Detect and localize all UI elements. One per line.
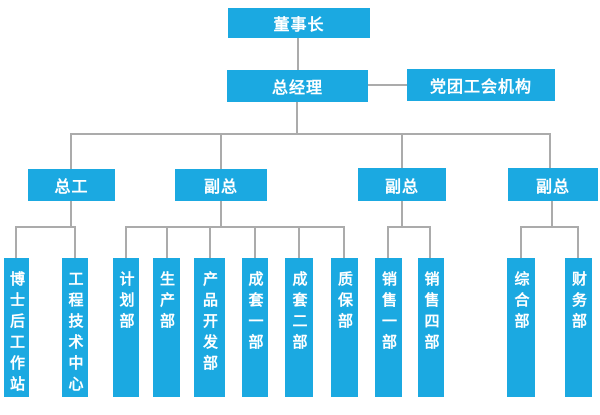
connector-line	[549, 135, 551, 168]
connector-line	[387, 228, 389, 258]
org-node-finance-dept: 财务部	[565, 258, 592, 397]
org-node-production-dept: 生产部	[153, 258, 180, 397]
connector-line	[15, 226, 76, 228]
connector-line	[401, 135, 403, 168]
org-node-complete-set-dept-2: 成套二部	[285, 258, 313, 397]
connector-line	[343, 228, 345, 258]
org-node-postdoc-station: 博士后工作站	[4, 258, 29, 397]
org-node-label: 成套一部	[246, 271, 265, 355]
org-node-engineering-center: 工程技术中心	[62, 258, 88, 397]
connector-line	[298, 228, 300, 258]
org-node-label: 综合部	[512, 271, 531, 334]
org-node-planning-dept: 计划部	[113, 258, 139, 397]
org-node-label: 成套二部	[290, 271, 309, 355]
connector-line	[125, 228, 127, 258]
org-node-label: 产品开发部	[201, 271, 219, 376]
connector-line	[387, 226, 431, 228]
org-node-label: 销售四部	[422, 271, 441, 355]
connector-line	[520, 226, 579, 228]
connector-line	[220, 135, 222, 169]
org-node-product-dev-dept: 产品开发部	[194, 258, 225, 397]
connector-line	[520, 228, 522, 258]
org-node-label: 工程技术中心	[66, 271, 85, 397]
org-node-label: 博士后工作站	[8, 271, 26, 397]
connector-line	[166, 228, 168, 258]
org-node-label: 计划部	[117, 271, 136, 334]
org-node-sales-dept-1: 销售一部	[375, 258, 402, 397]
org-node-sales-dept-4: 销售四部	[418, 258, 444, 397]
connector-line	[296, 102, 298, 134]
org-node-label: 销售一部	[380, 271, 398, 355]
connector-line	[125, 226, 345, 228]
org-node-complete-set-dept-1: 成套一部	[242, 258, 268, 397]
org-node-deputy-gm-3: 副总	[508, 168, 598, 201]
org-node-label: 生产部	[158, 271, 176, 334]
org-node-deputy-gm-2: 副总	[358, 168, 446, 201]
connector-line	[220, 201, 222, 227]
connector-line	[254, 228, 256, 258]
org-node-qa-dept: 质保部	[331, 258, 358, 397]
connector-line	[577, 228, 579, 258]
connector-line	[74, 228, 76, 258]
connector-line	[429, 228, 431, 258]
connector-line	[401, 201, 403, 227]
connector-line	[70, 201, 72, 227]
connector-line	[368, 84, 407, 86]
org-node-label: 质保部	[336, 271, 354, 334]
connector-line	[15, 228, 17, 258]
org-node-chairman: 董事长	[228, 8, 370, 38]
org-node-general-manager: 总经理	[227, 70, 368, 102]
connector-line	[209, 228, 211, 258]
org-node-deputy-gm-1: 副总	[175, 169, 267, 201]
connector-line	[70, 135, 72, 169]
org-node-label: 财务部	[570, 271, 588, 334]
connector-line	[70, 133, 551, 135]
org-node-party-union-org: 党团工会机构	[407, 69, 555, 101]
connector-line	[297, 38, 299, 70]
org-node-chief-engineer: 总工	[28, 169, 115, 201]
connector-line	[551, 201, 553, 227]
org-node-general-affairs-dept: 综合部	[507, 258, 535, 397]
